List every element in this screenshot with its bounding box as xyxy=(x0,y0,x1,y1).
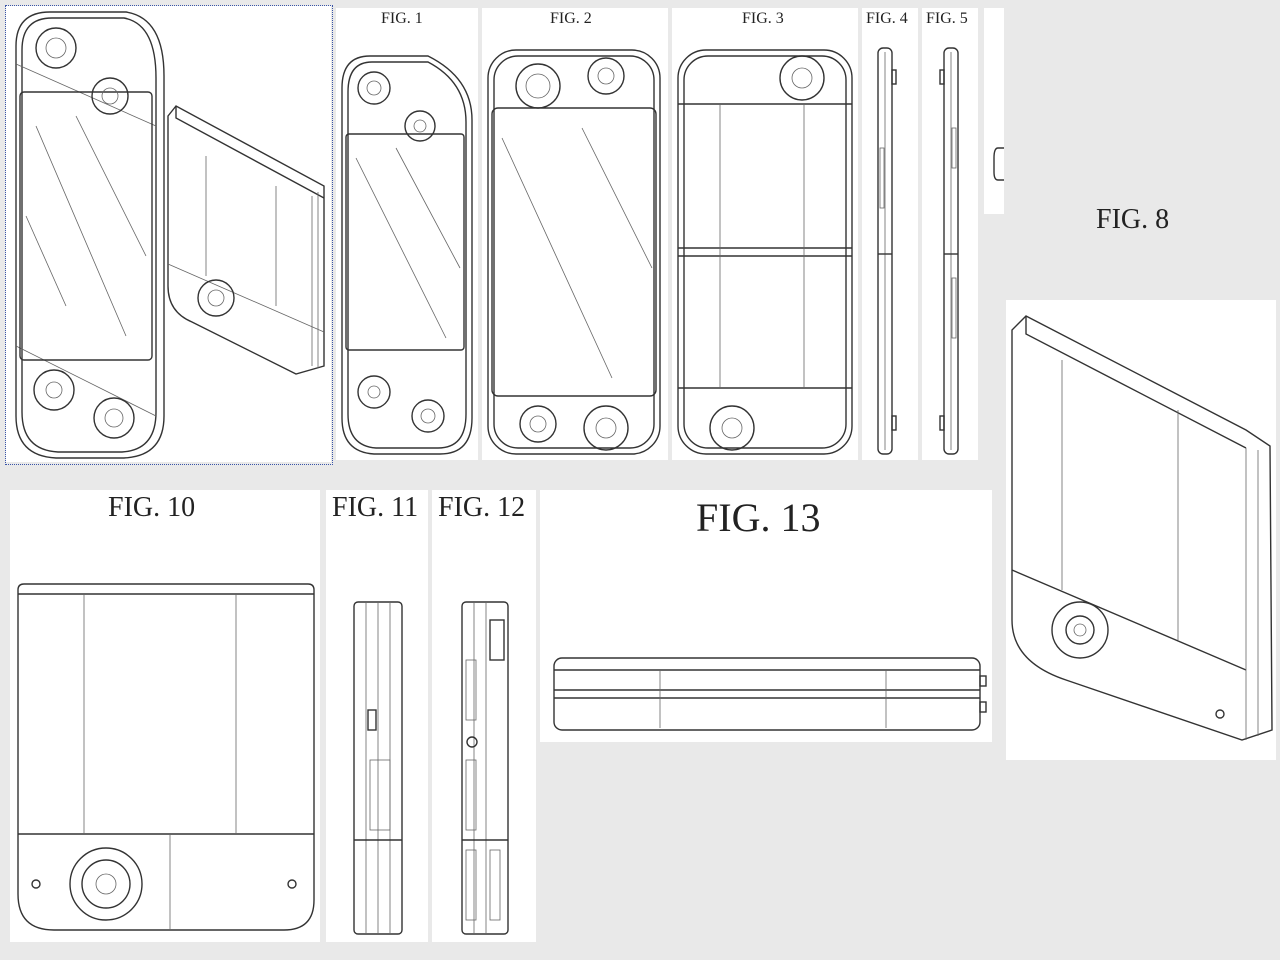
fig2-drawing xyxy=(487,49,661,455)
handheld-perspective-drawing xyxy=(15,11,325,459)
fig12-panel[interactable]: FIG. 12 xyxy=(432,490,536,942)
fig13-label: FIG. 13 xyxy=(696,495,821,540)
fig8-drawing xyxy=(1011,315,1273,741)
partial-panel-edge xyxy=(984,8,1004,214)
fig10-label: FIG. 10 xyxy=(108,492,196,523)
fig5-drawing xyxy=(939,47,959,455)
fig13-drawing xyxy=(553,657,987,731)
partial-drawing xyxy=(993,147,1004,181)
fig4-label: FIG. 4 xyxy=(866,10,908,27)
fig2-label: FIG. 2 xyxy=(550,10,592,27)
fig4-drawing xyxy=(877,47,897,455)
fig11-panel[interactable]: FIG. 11 xyxy=(326,490,428,942)
fig12-label: FIG. 12 xyxy=(438,492,526,523)
fig1-drawing xyxy=(341,55,473,455)
fig3-label: FIG. 3 xyxy=(742,10,784,27)
fig8-panel[interactable] xyxy=(1006,300,1276,760)
fig3-panel[interactable]: FIG. 3 xyxy=(672,8,858,460)
selected-thumbnail-panel[interactable] xyxy=(6,6,331,462)
fig1-panel[interactable]: FIG. 1 xyxy=(336,8,478,460)
fig1-label: FIG. 1 xyxy=(381,10,423,27)
fig8-label: FIG. 8 xyxy=(1096,204,1170,235)
fig13-panel[interactable]: FIG. 13 xyxy=(540,490,992,742)
fig3-drawing xyxy=(677,49,853,455)
fig2-panel[interactable]: FIG. 2 xyxy=(482,8,668,460)
fig10-drawing xyxy=(17,583,315,931)
fig5-label: FIG. 5 xyxy=(926,10,968,27)
fig10-panel[interactable]: FIG. 10 xyxy=(10,490,320,942)
fig4-panel[interactable]: FIG. 4 xyxy=(862,8,918,460)
fig11-drawing xyxy=(353,601,403,935)
fig5-panel[interactable]: FIG. 5 xyxy=(922,8,978,460)
fig11-label: FIG. 11 xyxy=(332,492,419,523)
fig12-drawing xyxy=(461,601,509,935)
